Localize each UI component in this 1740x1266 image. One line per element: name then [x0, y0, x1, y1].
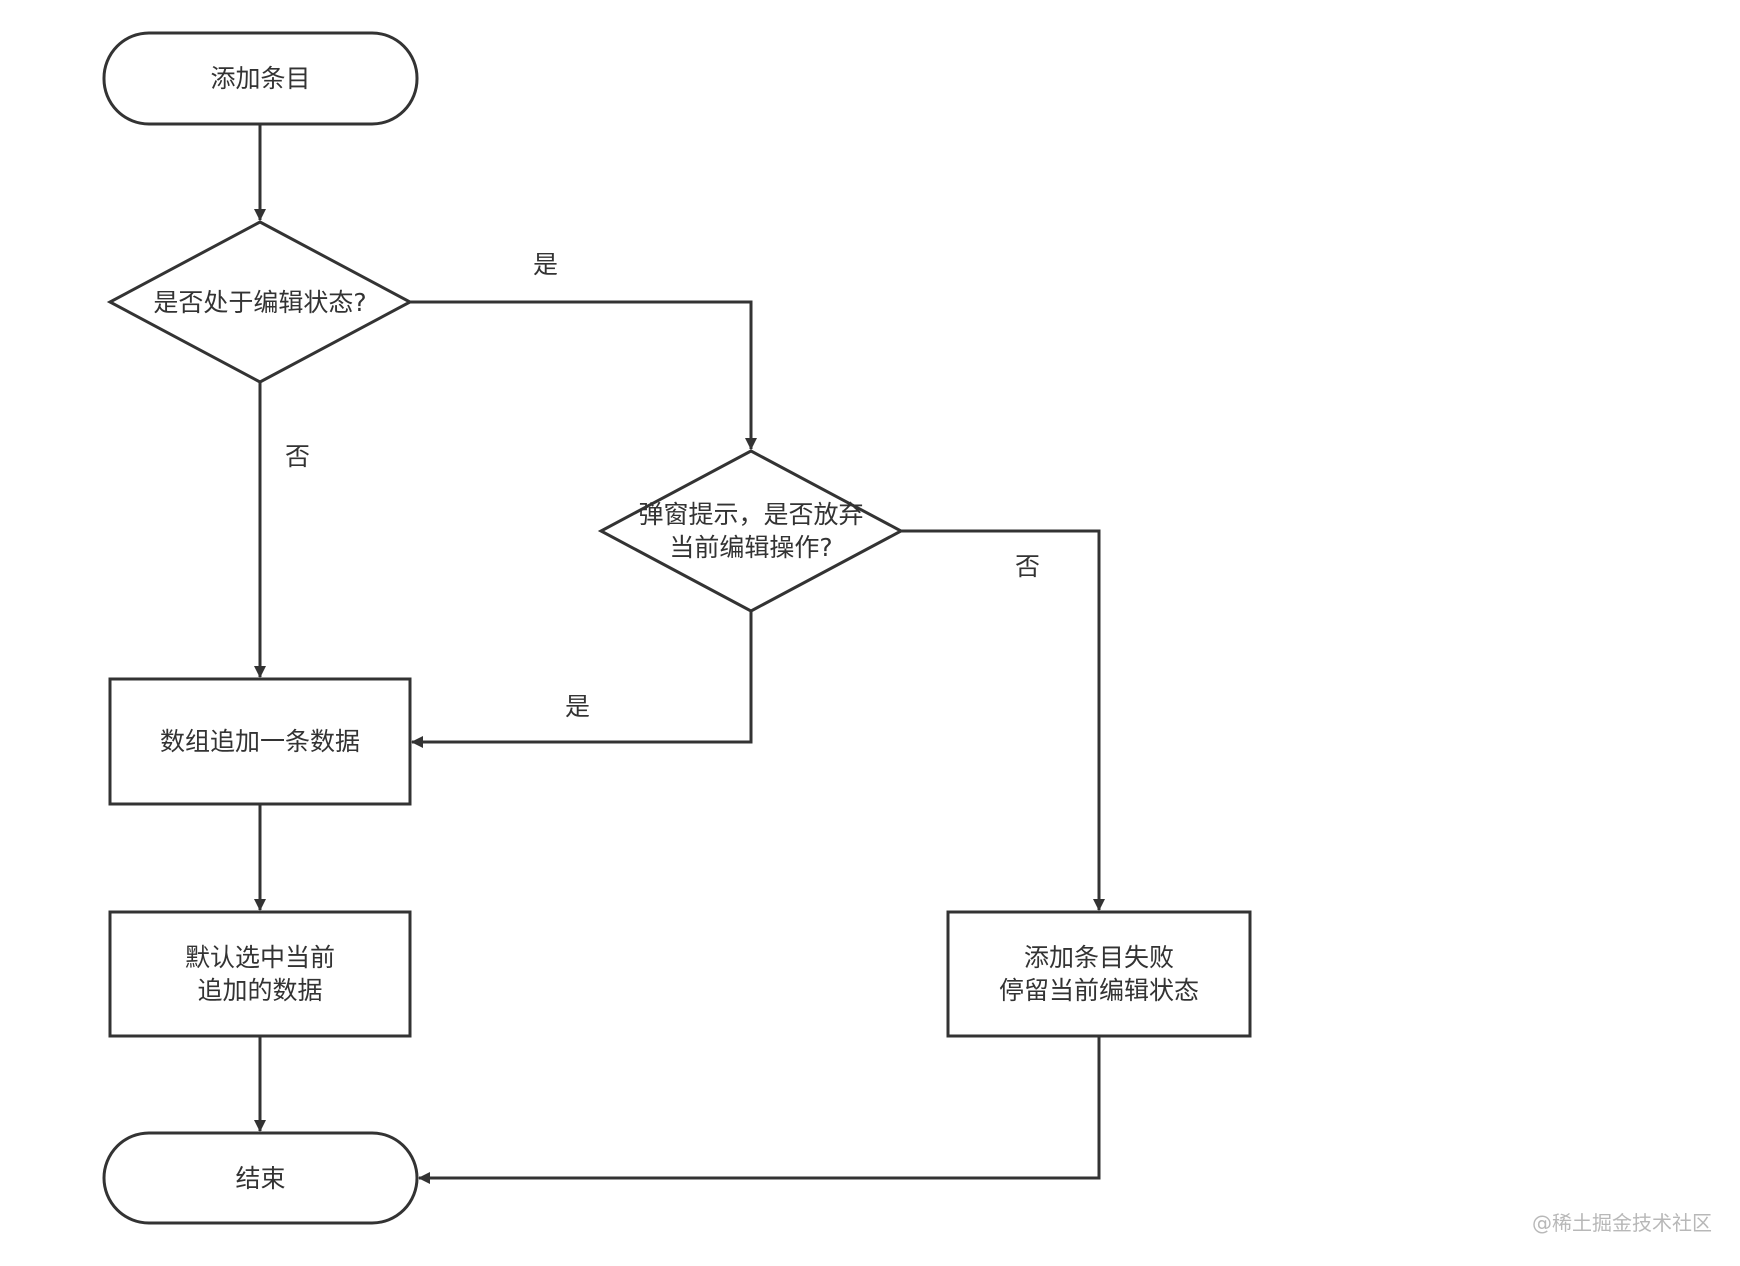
select-row-label: 默认选中当前 追加的数据	[110, 912, 410, 1036]
confirm-discard-label: 弹窗提示，是否放弃 当前编辑操作?	[601, 498, 901, 564]
confirm-discard-label-line1: 弹窗提示，是否放弃	[638, 500, 864, 529]
confirm-discard-label-line2: 当前编辑操作?	[669, 533, 833, 562]
select-row-label-line1: 默认选中当前	[184, 943, 335, 972]
edge-label-confirm-yes: 是	[565, 692, 591, 721]
select-row-label-line2: 追加的数据	[197, 976, 323, 1005]
watermark-text: @稀土掘金技术社区	[1532, 1211, 1712, 1235]
start-label: 添加条目	[210, 64, 311, 93]
edge-label-check-no: 否	[285, 442, 311, 471]
append-row-label: 数组追加一条数据	[159, 727, 360, 756]
edge-confirm-no-to-failed	[901, 529, 1105, 911]
edge-check-yes-to-confirm	[410, 300, 757, 450]
add-failed-label-line1: 添加条目失败	[1023, 943, 1174, 972]
edge-label-check-yes: 是	[533, 250, 559, 279]
add-failed-process	[946, 910, 1252, 1038]
edge-label-confirm-no: 否	[1015, 552, 1041, 581]
end-label: 结束	[235, 1163, 286, 1193]
end-terminator	[102, 1131, 419, 1225]
check-editing-label: 是否处于编辑状态?	[153, 287, 367, 317]
add-failed-label: 添加条目失败 停留当前编辑状态	[948, 912, 1250, 1036]
edge-confirm-yes-to-append	[411, 611, 753, 748]
edge-failed-to-end	[418, 1036, 1101, 1184]
select-row-process	[108, 910, 412, 1038]
add-failed-label-line2: 停留当前编辑状态	[998, 976, 1199, 1005]
